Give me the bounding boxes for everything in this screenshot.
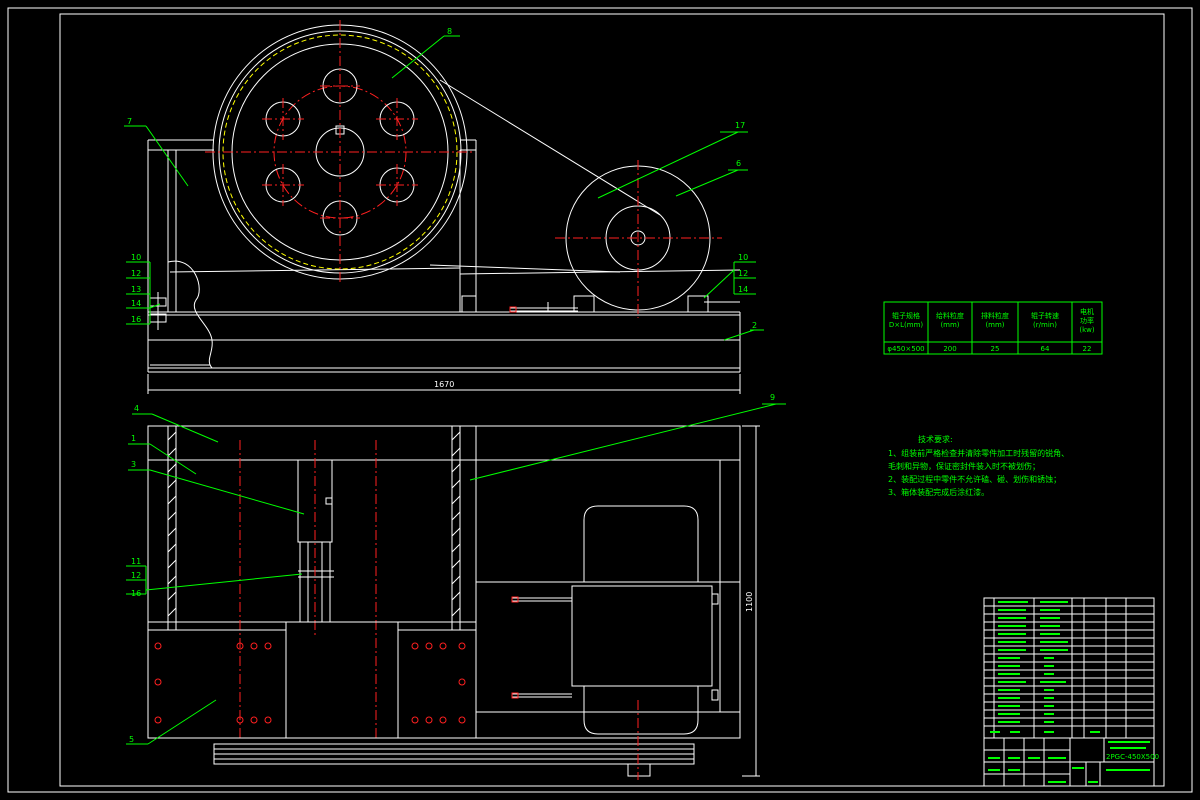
callout-13-left: 13 bbox=[131, 285, 141, 294]
callout-10-left: 10 bbox=[131, 253, 141, 262]
callout-6: 6 bbox=[736, 159, 741, 168]
title-block: 2PGC-450X500 bbox=[983, 737, 1159, 787]
table-header-discharge-size: 排料粒度(mm) bbox=[981, 311, 1009, 329]
callout-10-right: 10 bbox=[738, 253, 748, 262]
callout-12-low: 12 bbox=[131, 571, 141, 580]
tech-req-line-3: 2、装配过程中零件不允许磕、碰、划伤和锈蚀； bbox=[888, 474, 1061, 484]
front-elevation bbox=[147, 20, 741, 373]
drawing-number: 2PGC-450X500 bbox=[1106, 753, 1159, 761]
callout-8: 8 bbox=[447, 27, 452, 36]
callout-14-right: 14 bbox=[738, 285, 748, 294]
callout-11-low: 11 bbox=[131, 557, 141, 566]
inner-frame bbox=[59, 13, 1165, 787]
table-header-roller-speed: 辊子转速(r/min) bbox=[1031, 311, 1059, 329]
callout-17: 17 bbox=[735, 121, 745, 130]
callout-3: 3 bbox=[131, 460, 136, 469]
parts-list bbox=[983, 597, 1155, 739]
callout-14-left: 14 bbox=[131, 299, 141, 308]
technical-requirements: 技术要求: 1、组装前严格检查并清除零件加工时残留的锐角、 毛刺和异物，保证密封… bbox=[888, 434, 1069, 497]
table-value-discharge-size: 25 bbox=[991, 345, 1000, 353]
dimension-width: 1670 bbox=[147, 374, 741, 394]
plan-view bbox=[147, 425, 741, 780]
callout-4: 4 bbox=[134, 404, 139, 413]
dimension-height: 1100 bbox=[742, 425, 760, 777]
table-value-roller-spec: φ450×500 bbox=[887, 345, 924, 353]
callout-9: 9 bbox=[770, 393, 775, 402]
callout-12-left: 12 bbox=[131, 269, 141, 278]
callout-1: 1 bbox=[131, 434, 136, 443]
table-value-feed-size: 200 bbox=[943, 345, 956, 353]
callout-7: 7 bbox=[127, 117, 132, 126]
tech-req-line-1: 1、组装前严格检查并清除零件加工时残留的锐角、 bbox=[888, 448, 1069, 458]
outer-frame bbox=[7, 7, 1193, 793]
tech-req-line-4: 3、箱体装配完成后涂红漆。 bbox=[888, 487, 989, 497]
callout-12-right: 12 bbox=[738, 269, 748, 278]
tech-req-title: 技术要求: bbox=[918, 434, 953, 444]
tech-req-line-2: 毛刺和异物，保证密封件装入时不被划伤； bbox=[888, 461, 1040, 471]
callout-16-low: 16 bbox=[131, 589, 141, 598]
callout-16-left: 16 bbox=[131, 315, 141, 324]
table-header-feed-size: 给料粒度(mm) bbox=[936, 311, 964, 329]
table-value-motor-power: 22 bbox=[1083, 345, 1092, 353]
dimension-width-label: 1670 bbox=[434, 380, 454, 389]
table-header-motor-power: 电机功率(kw) bbox=[1079, 307, 1095, 334]
callout-5: 5 bbox=[129, 735, 134, 744]
dimension-height-label: 1100 bbox=[745, 592, 754, 612]
callout-2: 2 bbox=[752, 321, 757, 330]
table-value-roller-speed: 64 bbox=[1041, 345, 1050, 353]
callouts: 8 7 17 6 2 10 12 13 14 16 10 12 14 4 1 bbox=[124, 27, 786, 745]
